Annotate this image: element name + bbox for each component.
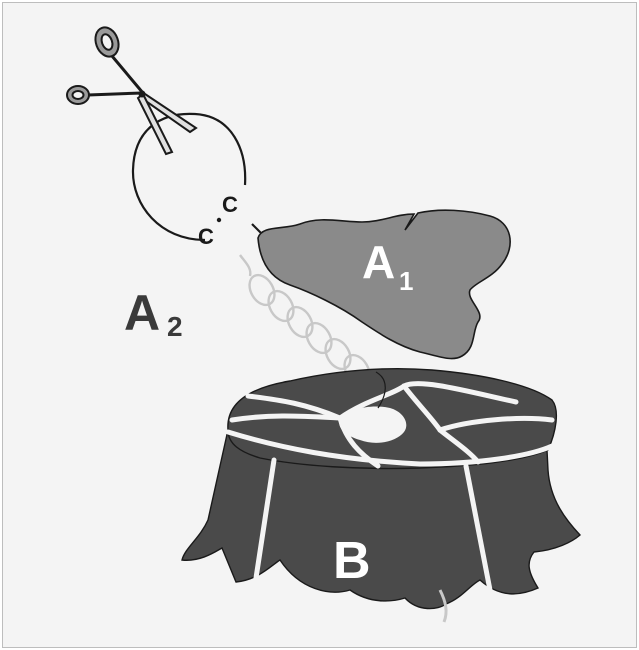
a2-label: A: [124, 285, 160, 341]
b-label: B: [333, 532, 371, 590]
a2-loop: [133, 114, 262, 240]
a1-subscript: 1: [399, 266, 413, 296]
a1-label: A: [362, 236, 395, 288]
b-subunit: [182, 369, 580, 609]
c-label-left: C: [198, 224, 214, 249]
a2-subscript: 2: [167, 311, 183, 342]
scissors-icon: [67, 24, 196, 154]
c-label-right: C: [222, 192, 238, 217]
